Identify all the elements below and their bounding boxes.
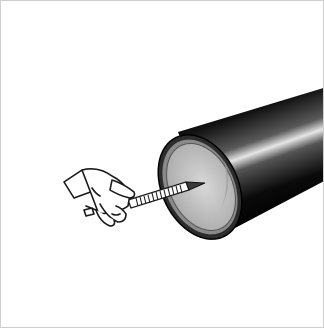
pipe-icon bbox=[142, 86, 324, 253]
gloved-hand-icon bbox=[64, 169, 135, 226]
